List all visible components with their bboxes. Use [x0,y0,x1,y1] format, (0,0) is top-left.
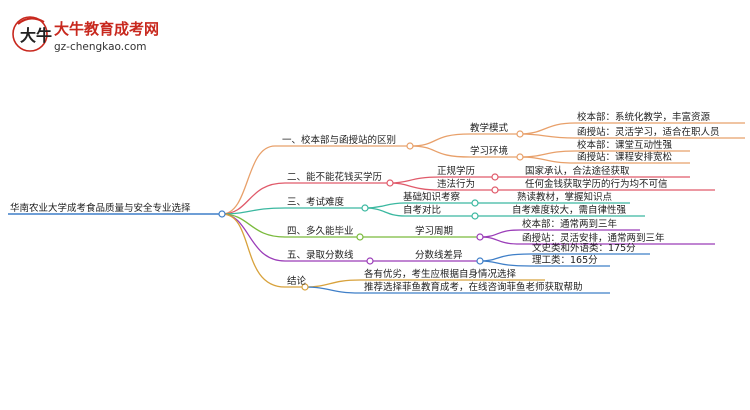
connector-root-b6 [221,213,286,288]
subtopic-study-period[interactable]: 学习周期 [415,225,453,237]
subtopic-teaching-mode[interactable]: 教学模式 [470,122,509,134]
connector-root-b1 [221,145,276,215]
node-dot-b5[interactable] [366,257,374,265]
branch-label-4[interactable]: 四、多久能毕业 [287,225,354,237]
leaf-text: 校本部：系统化教学，丰富资源 [577,111,711,123]
leaf-text: 推荐选择菲鱼教育成考，在线咨询菲鱼老师获取帮助 [364,281,583,293]
connector-b1-c2-l2 [519,156,690,164]
node-dot-b4[interactable] [356,233,364,241]
branch-label-6[interactable]: 结论 [287,275,307,287]
connector-b3-c2 [364,207,475,217]
leaf-text: 国家承认，合法途径获取 [525,165,630,177]
root-topic[interactable]: 华南农业大学成考食品质量与安全专业选择 [10,202,191,214]
node-dot-b1[interactable] [406,142,414,150]
node-dot-b1-c2[interactable] [516,153,524,161]
connector-b2-c2 [389,182,495,191]
leaf-text: 校本部：通常两到三年 [522,218,618,230]
node-dot-b3[interactable] [361,204,369,212]
node-dot-b1-c1[interactable] [516,130,524,138]
leaf-text: 任何金钱获取学历的行为均不可信 [525,178,668,190]
branch-label-2[interactable]: 二、能不能花钱买学历 [287,171,382,183]
node-dot-b3-c1[interactable] [471,199,479,207]
node-dot-b2-c2[interactable] [491,186,499,194]
subtopic-self-study-compare[interactable]: 自考对比 [403,204,441,216]
logo-title: 大牛教育成考网 [54,20,159,38]
subtopic-learning-environment[interactable]: 学习环境 [470,145,509,157]
logo-url: gz-chengkao.com [54,41,147,53]
leaf-text: 函授站：灵活安排，通常两到三年 [522,232,665,244]
connector-root-b5 [221,213,286,262]
leaf-text: 函授站：课程安排宽松 [577,151,673,163]
connector-b1-c2 [409,145,520,158]
branch-label-3[interactable]: 三、考试难度 [287,196,345,208]
connector-b1-c1 [409,133,520,147]
connector-root-b4 [221,213,286,238]
node-dot-b6[interactable] [301,283,309,291]
node-dot-b2-c1[interactable] [491,173,499,181]
site-logo[interactable]: 大牛 大牛教育成考网 gz-chengkao.com [12,16,159,53]
logo-mark-text: 大牛 [20,26,52,45]
subtopic-basic-knowledge[interactable]: 基础知识考察 [403,191,461,203]
subtopic-formal-degree[interactable]: 正规学历 [437,165,475,177]
node-dot-root[interactable] [218,210,226,218]
leaf-text: 校本部：课堂互动性强 [577,139,673,151]
connector-b1-c1-l2 [519,133,745,139]
subtopic-illegal-behavior[interactable]: 违法行为 [437,178,475,190]
connector-b4-c1-l2 [479,236,715,245]
leaf-text: 熟读教材，掌握知识点 [517,191,613,203]
leaf-text: 文史类和外语类：175分 [532,242,636,254]
connector-root-b2 [221,182,286,215]
leaf-text: 函授站：灵活学习，适合在职人员 [577,126,720,138]
node-dot-b5-c1[interactable] [476,257,484,265]
node-dot-b4-c1[interactable] [476,233,484,241]
leaf-text: 理工类：165分 [532,254,598,266]
node-dot-b3-c2[interactable] [471,212,479,220]
subtopic-score-difference[interactable]: 分数线差异 [415,249,463,261]
logo-ring-icon [12,16,48,52]
node-dot-b2[interactable] [386,179,394,187]
connector-b6-l2 [304,286,610,294]
connector-b5-c1-l2 [479,260,610,267]
logo-swoosh-icon [17,17,45,25]
branch-label-5[interactable]: 五、录取分数线 [287,249,354,261]
leaf-text: 各有优劣，考生应根据自身情况选择 [364,268,517,280]
leaf-text: 自考难度较大，需自律性强 [512,204,627,216]
branch-label-1[interactable]: 一、校本部与函授站的区别 [282,134,396,146]
connector-root-b3 [221,207,286,215]
